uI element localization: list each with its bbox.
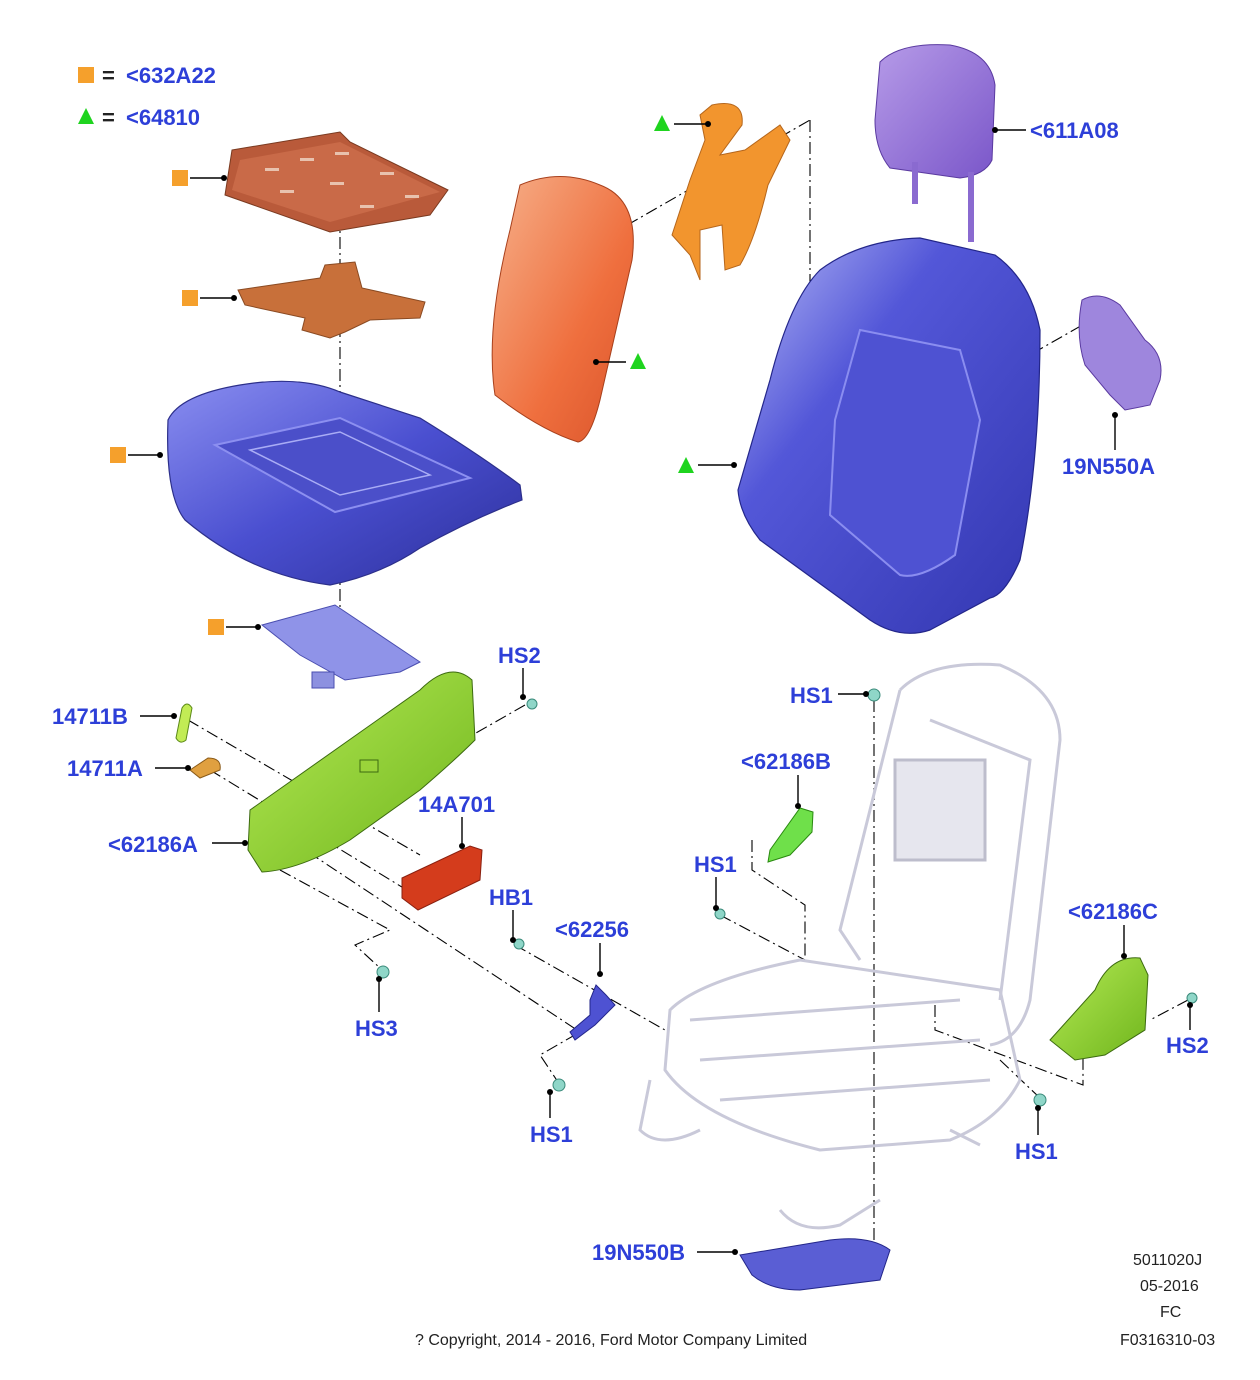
triangle-icon [78, 108, 94, 124]
callout-labels: <611A08 19N550A HS2 14711B 14711A <62186… [52, 118, 1209, 1265]
label-shield-a: <62186A [108, 832, 198, 857]
label-shield-c: <62186C [1068, 899, 1158, 924]
legend-equals-2: = [102, 105, 115, 130]
square-icon [172, 170, 188, 186]
label-headrest: <611A08 [1030, 118, 1119, 143]
electronic-module [401, 845, 483, 911]
footer-region: FC [1160, 1304, 1182, 1321]
headrest [874, 44, 996, 242]
label-hs1-right: HS1 [1015, 1139, 1058, 1164]
square-icon [110, 447, 126, 463]
label-lumbar-bottom: 19N550B [592, 1240, 685, 1265]
label-hb1: HB1 [489, 885, 533, 910]
label-lumbar-back: 19N550A [1062, 454, 1155, 479]
legend-equals-1: = [102, 63, 115, 88]
footer-copyright: ? Copyright, 2014 - 2016, Ford Motor Com… [415, 1332, 808, 1349]
square-icon [208, 619, 224, 635]
square-icon [78, 67, 94, 83]
square-icon [182, 290, 198, 306]
backrest-foam [737, 237, 1041, 634]
triangle-icon [654, 115, 670, 131]
label-bracket: <62256 [555, 917, 629, 942]
seat-frame [638, 662, 1062, 1230]
triangle-icon [678, 457, 694, 473]
legend-triangle-label: <64810 [126, 105, 200, 130]
label-hs1-mid: HS1 [694, 852, 737, 877]
backrest-orange-panel [491, 176, 634, 443]
label-knob-a: 14711A [67, 756, 143, 781]
label-hs1-bottom: HS1 [530, 1122, 573, 1147]
screws [376, 688, 1198, 1107]
shield-b [767, 807, 814, 863]
legend: = <632A22 = <64810 [78, 63, 216, 130]
shield-c [1049, 957, 1149, 1061]
backrest-orange-pad [671, 103, 791, 281]
label-shield-b: <62186B [741, 749, 831, 774]
footer-figure: F0316310-03 [1120, 1332, 1216, 1349]
seat-cushion-foam [167, 380, 523, 586]
label-hs1-top: HS1 [790, 683, 833, 708]
legend-square-label: <632A22 [126, 63, 216, 88]
seat-cushion-pad [237, 261, 426, 339]
label-knob-b: 14711B [52, 704, 128, 729]
label-module: 14A701 [418, 792, 495, 817]
footer-code: 5011020J [1133, 1252, 1203, 1269]
label-hs3: HS3 [355, 1016, 398, 1041]
knob-a [189, 757, 221, 779]
bracket [569, 984, 616, 1041]
footer-date: 05-2016 [1140, 1278, 1199, 1295]
label-hs2-top: HS2 [498, 643, 541, 668]
leader-lines [110, 115, 1193, 1255]
label-hs2-right: HS2 [1166, 1033, 1209, 1058]
knob-b [175, 703, 193, 743]
shield-a [247, 671, 476, 873]
seat-cushion-pan [224, 131, 449, 233]
triangle-icon [630, 353, 646, 369]
seat-cushion-lower-pan [260, 604, 421, 689]
lumbar-bottom [739, 1238, 891, 1291]
lumbar-back [1078, 295, 1162, 411]
